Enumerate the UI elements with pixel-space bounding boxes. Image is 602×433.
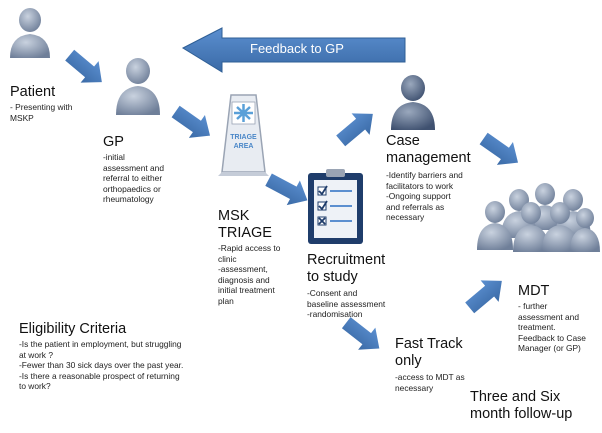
- mdt-desc: - further assessment and treatment. Feed…: [518, 301, 586, 354]
- eligibility-title: Eligibility Criteria: [19, 321, 127, 337]
- feedback-arrow: [181, 27, 406, 73]
- feedback-label: Feedback to GP: [250, 41, 344, 56]
- fast-track-title-1: Fast Track: [395, 336, 463, 352]
- mdt-title: MDT: [518, 283, 550, 299]
- case-management-title-1: Case: [386, 133, 420, 149]
- arrow-fasttrack-to-mdt: [465, 280, 502, 314]
- clipboard-icon: [308, 169, 363, 244]
- arrow-recruitment-to-case: [336, 113, 373, 147]
- msk-triage-title-1: MSK: [218, 208, 250, 224]
- recruitment-desc: -Consent and baseline assessment -random…: [307, 288, 386, 320]
- msk-triage-title-2: TRIAGE: [218, 225, 272, 241]
- mdt-group-icon: [477, 183, 600, 252]
- gp-title: GP: [103, 134, 124, 150]
- recruitment-title-1: Recruitment: [307, 252, 386, 268]
- case-management-desc: -Identify barriers and facilitators to w…: [386, 170, 463, 223]
- gp-person-icon: [116, 58, 160, 115]
- fast-track-desc: -access to MDT as necessary: [395, 372, 465, 393]
- msk-triage-desc: -Rapid access to clinic -assessment, dia…: [218, 243, 281, 306]
- triage-sign-text-2: AREA: [234, 143, 254, 150]
- case-manager-person-icon: [391, 75, 435, 130]
- arrow-case-to-mdt: [479, 132, 519, 165]
- followup-line-1: Three and Six: [470, 389, 561, 405]
- gp-desc: -initial assessment and referral to eith…: [103, 152, 164, 205]
- arrow-triage-to-recruitment: [265, 173, 308, 206]
- followup-line-2: month follow-up: [470, 406, 573, 422]
- patient-title: Patient: [10, 84, 56, 100]
- triage-sign-icon: TRIAGE AREA: [218, 94, 269, 176]
- arrow-recruitment-to-fasttrack: [341, 317, 380, 350]
- fast-track-title-2: only: [395, 353, 422, 369]
- arrow-gp-to-triage: [171, 105, 211, 138]
- case-management-title-2: management: [386, 150, 471, 166]
- patient-person-icon: [10, 8, 50, 58]
- triage-sign-text-1: TRIAGE: [230, 134, 257, 141]
- arrow-patient-to-gp: [65, 49, 102, 83]
- eligibility-desc: -Is the patient in employment, but strug…: [19, 339, 184, 392]
- recruitment-title-2: to study: [307, 269, 358, 285]
- patient-desc: - Presenting with MSKP: [10, 102, 73, 123]
